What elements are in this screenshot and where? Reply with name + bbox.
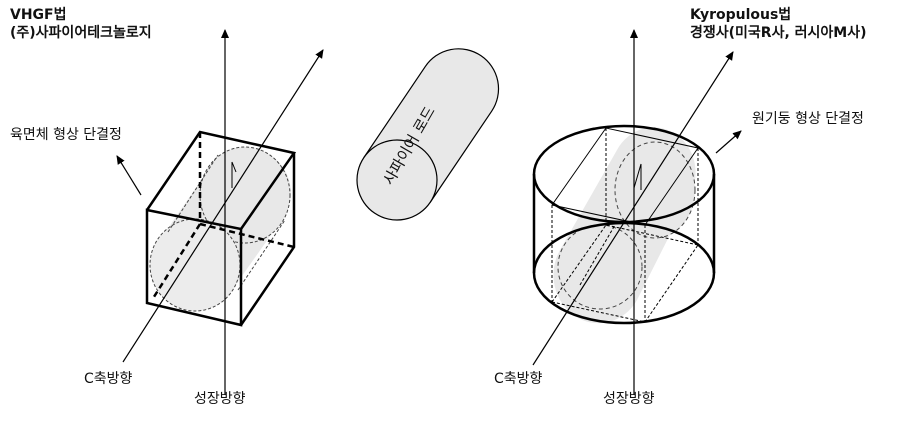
- left-title: VHGF법 (주)사파이어테크놀로지: [10, 6, 152, 42]
- cylinder-crystal: [532, 124, 716, 325]
- label-pointer-arrow: [116, 155, 142, 196]
- c-axis-arrow: [122, 49, 324, 363]
- left-c-axis-label: C축방향: [84, 371, 133, 387]
- right-c-axis-label: C축방향: [494, 371, 543, 387]
- left-title-company: (주)사파이어테크놀로지: [10, 25, 152, 41]
- right-title-company: 경쟁사(미국R사, 러시아M사): [690, 25, 867, 41]
- right-title: Kyropulous법 경쟁사(미국R사, 러시아M사): [690, 6, 867, 42]
- cube-hidden-edges: [150, 132, 295, 301]
- hexahedron-crystal: [145, 130, 297, 327]
- c-axis-arrow-right: [532, 51, 734, 366]
- left-shape-label: 육면체 형상 단결정: [10, 127, 122, 143]
- right-title-method: Kyropulous법: [690, 7, 792, 23]
- left-growth-label: 성장방향: [194, 391, 246, 407]
- right-shape-label: 원기둥 형상 단결정: [752, 111, 864, 127]
- sapphire-rod: [356, 48, 500, 221]
- left-title-method: VHGF법: [10, 7, 67, 23]
- label-pointer-arrow-right: [715, 130, 742, 154]
- right-growth-label: 성장방향: [603, 391, 655, 407]
- cube-edges: [145, 130, 297, 327]
